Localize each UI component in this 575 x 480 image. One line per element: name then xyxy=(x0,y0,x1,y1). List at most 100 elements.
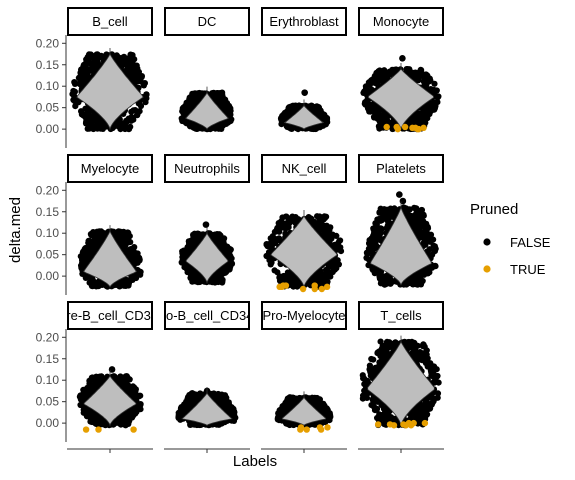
data-point-false xyxy=(432,263,439,270)
facet-panel: Pre-B_cell_CD34-0.000.050.100.150.20 xyxy=(36,301,163,453)
data-point-false xyxy=(382,273,389,280)
data-point-false xyxy=(89,230,96,237)
data-point-false xyxy=(181,264,188,271)
data-point-false xyxy=(125,115,132,122)
data-point-false xyxy=(326,226,333,234)
data-point-false xyxy=(69,91,76,98)
data-point-false xyxy=(294,283,301,290)
data-point-false xyxy=(215,94,222,101)
data-point-false xyxy=(431,243,438,250)
data-point-false xyxy=(288,124,295,131)
data-point-true xyxy=(299,285,307,293)
facet-strip xyxy=(261,7,347,36)
facet-panel: DC xyxy=(164,7,250,133)
data-point-false xyxy=(430,104,437,111)
data-point-false xyxy=(128,75,135,82)
facet-strip xyxy=(164,7,250,36)
data-point-false xyxy=(431,89,438,96)
facet-label: Monocyte xyxy=(373,14,429,29)
data-point-false xyxy=(310,125,317,133)
data-point-false xyxy=(373,79,380,86)
data-point-false xyxy=(77,78,84,85)
data-point-false xyxy=(87,418,94,425)
y-tick-label: 0.10 xyxy=(36,373,60,387)
y-tick-label: 0.05 xyxy=(36,248,60,262)
data-point-false xyxy=(97,231,104,238)
y-tick-label: 0.15 xyxy=(36,205,60,219)
data-point-false xyxy=(124,57,131,64)
facet-label: Pro-B_cell_CD34+ xyxy=(153,308,261,323)
data-point-false xyxy=(331,261,338,268)
y-tick-label: 0.00 xyxy=(36,416,60,430)
data-point-false xyxy=(417,281,425,288)
data-point-false xyxy=(191,237,198,244)
data-point-true xyxy=(401,123,409,131)
data-point-false xyxy=(382,74,389,81)
data-point-false xyxy=(87,119,94,126)
data-point-false xyxy=(125,278,132,285)
facet-strip xyxy=(67,7,153,36)
data-point-false xyxy=(412,223,419,230)
data-point-false xyxy=(227,246,234,253)
data-point-false xyxy=(130,248,137,255)
data-point-false xyxy=(431,80,438,87)
data-point-false xyxy=(424,74,431,81)
data-point-false xyxy=(321,115,328,122)
data-point-false xyxy=(263,241,270,248)
data-point-false xyxy=(93,118,100,125)
data-point-false xyxy=(222,107,229,114)
data-point-false xyxy=(287,278,295,285)
data-point-false xyxy=(132,64,139,71)
facet-label: Platelets xyxy=(376,161,426,176)
data-point-false xyxy=(93,240,100,247)
data-point-false xyxy=(71,97,78,105)
data-point-false xyxy=(267,261,274,268)
data-point-false xyxy=(86,237,93,244)
data-point-false xyxy=(368,236,375,243)
facet-label: Pre-B_cell_CD34- xyxy=(58,308,163,323)
outlier-point xyxy=(396,191,403,198)
data-point-false xyxy=(282,213,289,220)
data-point-false xyxy=(127,65,134,72)
data-point-false xyxy=(92,375,99,382)
facet-strip xyxy=(67,154,153,183)
data-point-false xyxy=(372,245,379,252)
data-point-false xyxy=(85,54,92,61)
data-point-false xyxy=(122,123,129,130)
data-point-false xyxy=(366,81,373,89)
data-point-false xyxy=(124,410,131,417)
data-point-false xyxy=(286,219,293,226)
facet-label: Neutrophils xyxy=(174,161,240,176)
outlier-point xyxy=(399,197,407,205)
data-point-false xyxy=(375,268,382,275)
data-point-true xyxy=(318,285,325,293)
data-point-false xyxy=(372,108,379,115)
data-point-false xyxy=(186,103,193,110)
data-point-false xyxy=(132,386,139,393)
y-tick-label: 0.10 xyxy=(36,226,60,240)
facet-panel: Platelets xyxy=(358,154,444,288)
data-point-true xyxy=(95,426,102,433)
data-point-false xyxy=(138,74,145,81)
data-point-false xyxy=(210,92,217,100)
facet-strip xyxy=(164,154,250,183)
y-tick-label: 0.15 xyxy=(36,352,60,366)
data-point-false xyxy=(378,115,385,122)
data-point-false xyxy=(72,103,79,110)
y-tick-label: 0.15 xyxy=(36,58,60,72)
facet-panel: NK_cell xyxy=(261,154,347,293)
data-point-false xyxy=(81,245,88,252)
data-point-false xyxy=(79,259,86,266)
outlier-point xyxy=(301,89,308,96)
data-point-false xyxy=(411,71,418,78)
data-point-false xyxy=(179,257,186,264)
data-point-false xyxy=(378,77,385,84)
data-point-false xyxy=(372,226,379,233)
data-point-false xyxy=(189,278,196,285)
y-tick-label: 0.05 xyxy=(36,395,60,409)
facet-panel: Monocyte xyxy=(358,7,444,133)
data-point-false xyxy=(279,221,286,228)
facet-label: B_cell xyxy=(92,14,128,29)
data-point-false xyxy=(413,274,420,281)
data-point-false xyxy=(130,257,137,264)
